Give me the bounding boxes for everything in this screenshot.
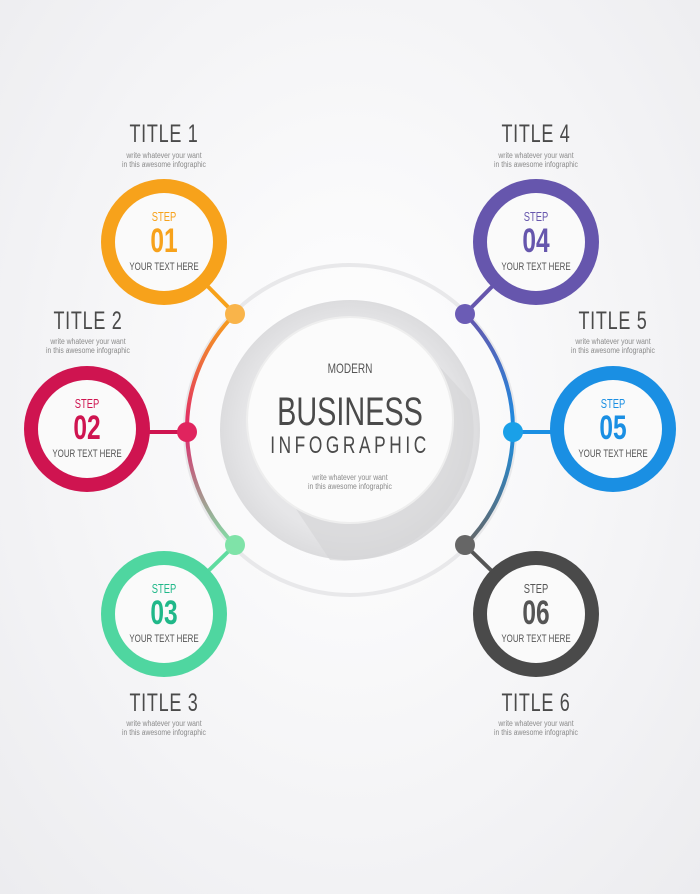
center-circle [246,316,454,524]
step-ring-6 [473,551,599,677]
step-6-text: YOUR TEXT HERE [501,633,571,645]
step-ring-4 [473,179,599,305]
step-ring-1 [101,179,227,305]
step-6-title: TITLE 6 [501,689,571,717]
step-5-text: YOUR TEXT HERE [578,448,648,460]
node-dot-4 [455,304,475,324]
step-2-desc-1: write whatever your want [50,337,126,346]
step-ring-5 [550,366,676,492]
step-5-title: TITLE 5 [578,307,648,335]
center-desc-1: write whatever your want [312,473,388,482]
step-3-number: 03 [150,594,178,632]
step-1-desc-2: in this awesome infographic [122,160,206,169]
step-4-title: TITLE 4 [501,120,571,148]
step-4-label: STEP [523,209,549,224]
step-3-desc-2: in this awesome infographic [122,728,206,737]
step-6-number: 06 [522,594,550,632]
step-5-desc-2: in this awesome infographic [571,346,655,355]
step-5-desc-1: write whatever your want [575,337,651,346]
step-ring-3 [101,551,227,677]
step-5-number: 05 [599,409,627,447]
node-dot-3 [225,535,245,555]
step-6-desc-1: write whatever your want [498,719,574,728]
step-2-desc-2: in this awesome infographic [46,346,130,355]
center-subtitle: INFOGRAPHIC [270,432,430,459]
step-1-number: 01 [150,222,178,260]
step-3-text: YOUR TEXT HERE [129,633,199,645]
center-kicker: MODERN [327,360,373,376]
step-4-text: YOUR TEXT HERE [501,261,571,273]
center-desc-2: in this awesome infographic [308,482,392,491]
center-title: BUSINESS [277,390,423,434]
step-1-label: STEP [151,209,177,224]
node-dot-2 [177,422,197,442]
step-2-number: 02 [73,409,101,447]
step-6-label: STEP [523,581,549,596]
step-4-desc-1: write whatever your want [498,151,574,160]
step-2-title: TITLE 2 [53,307,123,335]
step-1-text: YOUR TEXT HERE [129,261,199,273]
node-dot-6 [455,535,475,555]
step-3-desc-1: write whatever your want [126,719,202,728]
step-6-desc-2: in this awesome infographic [494,728,578,737]
node-dot-5 [503,422,523,442]
step-2-text: YOUR TEXT HERE [52,448,122,460]
step-4-number: 04 [522,222,550,260]
step-ring-2 [24,366,150,492]
step-2-label: STEP [74,396,100,411]
step-1-title: TITLE 1 [129,120,199,148]
step-4-desc-2: in this awesome infographic [494,160,578,169]
step-3-label: STEP [151,581,177,596]
step-5-label: STEP [600,396,626,411]
step-1-desc-1: write whatever your want [126,151,202,160]
step-3-title: TITLE 3 [129,689,199,717]
node-dot-1 [225,304,245,324]
